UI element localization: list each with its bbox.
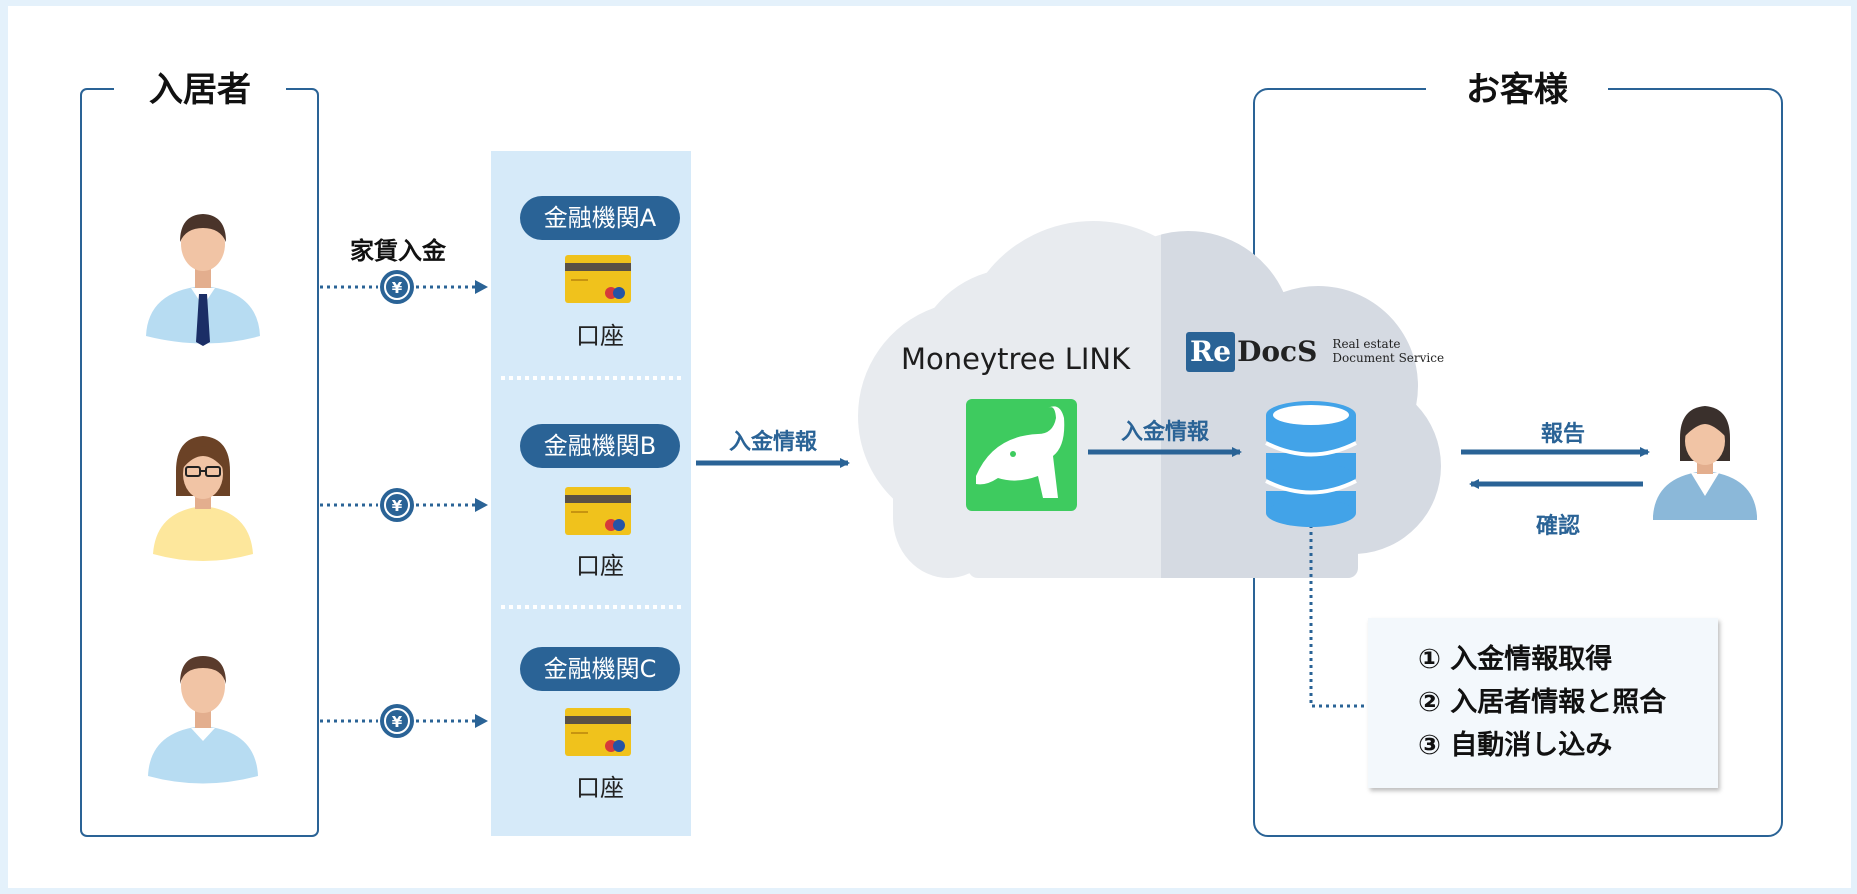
deposit-info-label: 入金情報: [728, 430, 817, 455]
svg-text:¥: ¥: [392, 497, 403, 515]
bank-card-icon: [565, 708, 631, 756]
step-3: ③ 自動消し込み: [1418, 730, 1613, 761]
database-icon: [1265, 401, 1357, 527]
redocs-tagline: Real estate Document Service: [1332, 337, 1444, 365]
process-steps-box: ① 入金情報取得 ② 入居者情報と照合 ③ 自動消し込み: [1368, 618, 1718, 788]
rent-payment-label: 家賃入金: [350, 237, 446, 265]
account-c-label: 口座: [576, 774, 624, 802]
bank-card-icon: [565, 255, 631, 303]
bank-b-label: 金融機関B: [520, 424, 680, 468]
confirm-label: 確認: [1535, 514, 1580, 539]
bank-card-icon: [565, 487, 631, 535]
deposit-info-label-2: 入金情報: [1120, 420, 1209, 445]
db-to-steps-connector: [1309, 518, 1368, 708]
customer-title: お客様: [1426, 68, 1608, 112]
svg-text:¥: ¥: [392, 279, 403, 297]
person-male-casual-icon: [148, 656, 258, 784]
person-male-tie-icon: [146, 214, 260, 346]
account-a-label: 口座: [576, 322, 624, 350]
moneytree-label: Moneytree LINK: [901, 342, 1131, 376]
step-2: ② 入居者情報と照合: [1418, 687, 1667, 718]
redocs-tagline-line2: Document Service: [1332, 351, 1445, 365]
rent-arrow: [320, 285, 476, 723]
redocs-tagline-line1: Real estate: [1332, 337, 1401, 351]
svg-text:¥: ¥: [392, 713, 403, 731]
yen-coin-icon: ¥: [380, 488, 414, 522]
diagram-canvas: ¥ ¥ ¥: [8, 6, 1851, 888]
connector-layer: ¥ ¥ ¥: [80, 88, 1783, 837]
tenants-title: 入居者: [114, 68, 286, 112]
report-label: 報告: [1540, 422, 1585, 447]
step-1: ① 入金情報取得: [1418, 644, 1613, 675]
bank-a-label: 金融機関A: [520, 196, 680, 240]
redocs-logo-docs: DocS: [1237, 335, 1318, 368]
account-b-label: 口座: [576, 552, 624, 580]
rent-arrowheads: [475, 280, 488, 728]
moneytree-elephant-icon: [966, 399, 1077, 511]
redocs-logo-re: Re: [1186, 332, 1236, 372]
bank-c-label: 金融機関C: [520, 647, 680, 691]
yen-coin-icon: ¥: [380, 270, 414, 304]
cloud-shape: [858, 221, 1441, 578]
customer-person-icon: [1653, 406, 1757, 520]
yen-coin-icon: ¥: [380, 704, 414, 738]
person-female-glasses-icon: [153, 436, 253, 561]
